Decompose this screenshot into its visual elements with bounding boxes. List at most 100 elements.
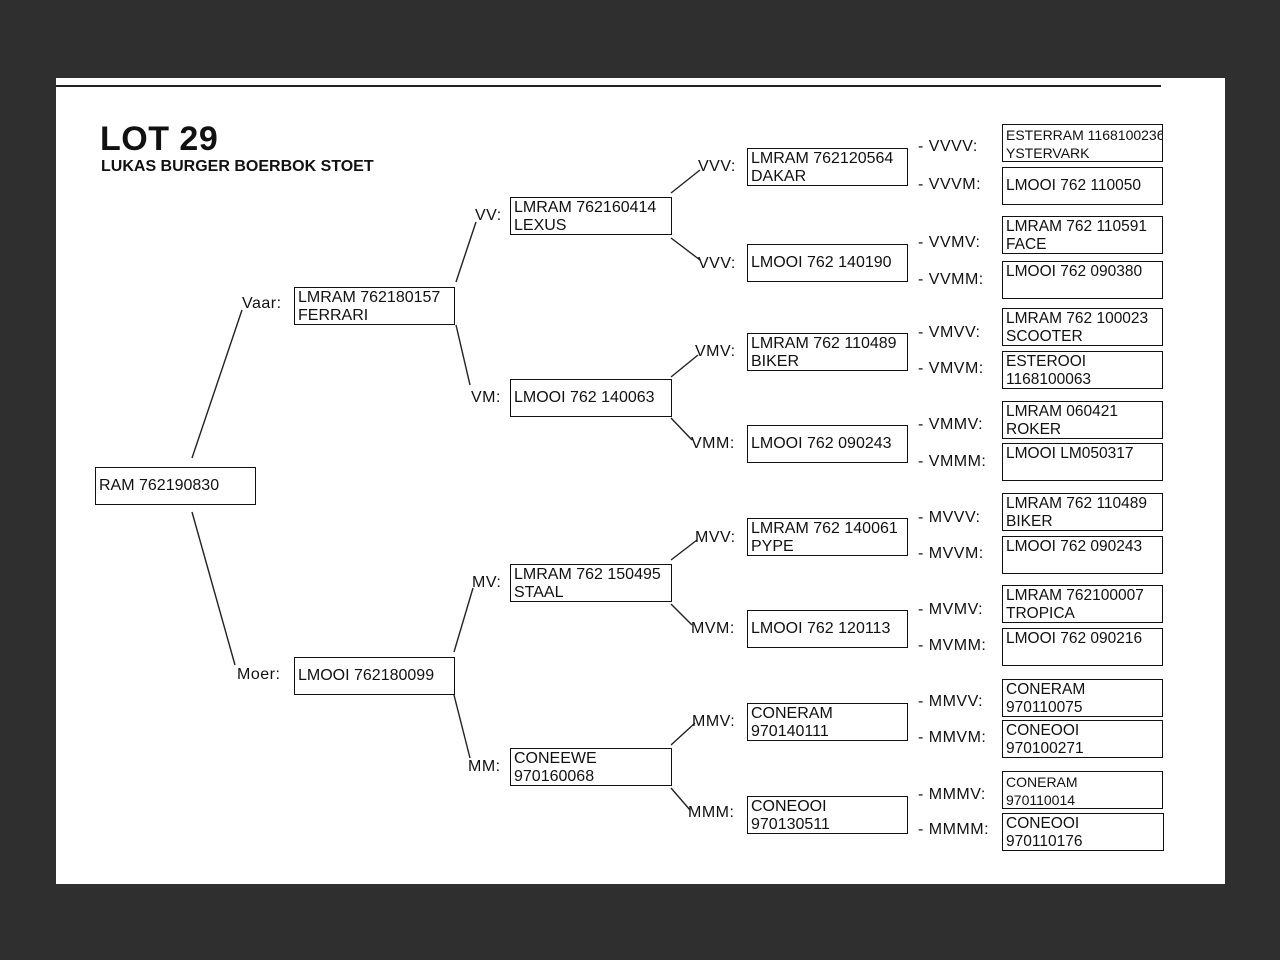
mv-box: LMRAM 762 150495 STAAL (510, 564, 672, 602)
mvv-id: LMRAM 762 140061 (751, 520, 898, 537)
vvvm-label: - VVVM: (918, 176, 982, 193)
animal-id: RAM 762190830 (99, 477, 220, 494)
connector-animal-moer (191, 511, 236, 666)
vmvv-label: - VMVV: (918, 324, 981, 341)
vvmv-box: LMRAM 762 110591 FACE (1002, 216, 1163, 254)
connector-vv-vvv (670, 169, 701, 194)
breeder-subtitle: LUKAS BURGER BOERBOK STOET (101, 158, 374, 175)
vm-id: LMOOI 762 140063 (514, 389, 655, 406)
vm-box: LMOOI 762 140063 (510, 379, 672, 417)
mvmv-name: TROPICA (1006, 605, 1075, 622)
vvmm-label: - VVMM: (918, 271, 984, 288)
mmmv-name: 970110014 (1006, 792, 1076, 808)
vvvv-box: ESTERRAM 1168100236 YSTERVARK (1002, 124, 1163, 162)
vvm-box: LMOOI 762 140190 (747, 244, 908, 282)
vv-box: LMRAM 762160414 LEXUS (510, 197, 672, 235)
vmvm-box: ESTEROOI 1168100063 (1002, 351, 1163, 389)
mvm-box: LMOOI 762 120113 (747, 610, 908, 648)
vv-id: LMRAM 762160414 (514, 199, 657, 216)
vmvv-name: SCOOTER (1006, 328, 1083, 345)
vmvm-label: - VMVM: (918, 360, 984, 377)
mvvm-id: LMOOI 762 090243 (1006, 538, 1143, 555)
animal-box: RAM 762190830 (95, 467, 256, 505)
mmmv-label: - MMMV: (918, 786, 986, 803)
mvvv-name: BIKER (1006, 513, 1053, 530)
mmm-label: MMM: (688, 804, 735, 821)
vvvm-id: LMOOI 762 110050 (1006, 177, 1141, 194)
mmv-name: 970140111 (751, 723, 829, 740)
vmv-name: BIKER (751, 353, 800, 370)
mmvv-box: CONERAM 970110075 (1002, 679, 1163, 717)
mm-name: 970160068 (514, 768, 595, 785)
vvmm-id: LMOOI 762 090380 (1006, 263, 1143, 280)
vaar-label: Vaar: (242, 295, 282, 312)
mmvm-name: 970100271 (1006, 740, 1084, 757)
mmvm-label: - MMVM: (918, 729, 987, 746)
moer-id: LMOOI 762180099 (298, 667, 435, 684)
vmmm-box: LMOOI LM050317 (1002, 443, 1163, 481)
mmmm-box: CONEOOI 970110176 (1002, 813, 1164, 851)
vvvv-name: YSTERVARK (1006, 145, 1090, 161)
mm-label: MM: (468, 758, 501, 775)
vaar-name: FERRARI (298, 307, 369, 324)
vmm-label: VMM: (691, 435, 735, 452)
vmvv-box: LMRAM 762 100023 SCOOTER (1002, 308, 1163, 346)
mmvm-id: CONEOOI (1006, 722, 1080, 739)
vmv-id: LMRAM 762 110489 (751, 335, 897, 352)
connector-animal-vaar (191, 309, 243, 459)
mmvv-label: - MMVV: (918, 693, 984, 710)
lot-title: LOT 29 (100, 120, 219, 158)
mvmm-box: LMOOI 762 090216 (1002, 628, 1163, 666)
mvmv-id: LMRAM 762100007 (1006, 587, 1144, 604)
mvv-box: LMRAM 762 140061 PYPE (747, 518, 908, 556)
mvv-name: PYPE (751, 538, 794, 555)
mmmm-label: - MMMM: (918, 821, 990, 838)
vv-label: VV: (475, 207, 502, 224)
mv-id: LMRAM 762 150495 (514, 566, 661, 583)
connector-vm-vmm (670, 417, 693, 441)
connector-mv-mvm (670, 603, 693, 626)
mvvv-box: LMRAM 762 110489 BIKER (1002, 493, 1163, 531)
mmm-id: CONEOOI (751, 798, 827, 815)
vmm-id: LMOOI 762 090243 (751, 435, 892, 452)
mmm-box: CONEOOI 970130511 (747, 796, 908, 834)
vmvm-id: ESTEROOI (1006, 353, 1087, 370)
connector-mm-mmm (670, 787, 691, 811)
mmv-box: CONERAM 970140111 (747, 703, 908, 741)
connector-vm-vmv (670, 354, 699, 378)
vv-name: LEXUS (514, 217, 567, 234)
mvmm-label: - MVMM: (918, 637, 987, 654)
mmmv-id: CONERAM (1006, 774, 1078, 790)
vvm-label: VVV: (698, 255, 736, 272)
mvm-label: MVM: (691, 620, 735, 637)
vmv-label: VMV: (695, 343, 736, 360)
vvv-name: DAKAR (751, 168, 807, 185)
vmvv-id: LMRAM 762 100023 (1006, 310, 1149, 327)
moer-label: Moer: (237, 666, 281, 683)
connector-moer-mm (453, 694, 471, 759)
vvmv-name: FACE (1006, 236, 1047, 253)
vaar-id: LMRAM 762180157 (298, 289, 441, 306)
mvvm-box: LMOOI 762 090243 (1002, 536, 1163, 574)
mv-label: MV: (472, 574, 502, 591)
mmv-id: CONERAM (751, 705, 833, 722)
connector-mm-mmv (670, 722, 696, 746)
vvv-box: LMRAM 762120564 DAKAR (747, 148, 908, 186)
connector-vv-vvm (670, 237, 701, 261)
vaar-box: LMRAM 762180157 FERRARI (294, 287, 455, 325)
mvvv-label: - MVVV: (918, 509, 981, 526)
vvmm-box: LMOOI 762 090380 (1002, 261, 1163, 299)
vmmm-id: LMOOI LM050317 (1006, 445, 1134, 462)
connector-moer-mv (453, 587, 474, 653)
vvvm-box: LMOOI 762 110050 (1002, 167, 1163, 205)
vvv-label: VVV: (698, 158, 736, 175)
mv-name: STAAL (514, 584, 564, 601)
mm-box: CONEEWE 970160068 (510, 748, 672, 786)
mmvm-box: CONEOOI 970100271 (1002, 720, 1163, 758)
vvmv-label: - VVMV: (918, 234, 981, 251)
vmm-box: LMOOI 762 090243 (747, 425, 908, 463)
mvvv-id: LMRAM 762 110489 (1006, 495, 1148, 512)
moer-box: LMOOI 762180099 (294, 657, 455, 695)
mvmv-label: - MVMV: (918, 601, 984, 618)
